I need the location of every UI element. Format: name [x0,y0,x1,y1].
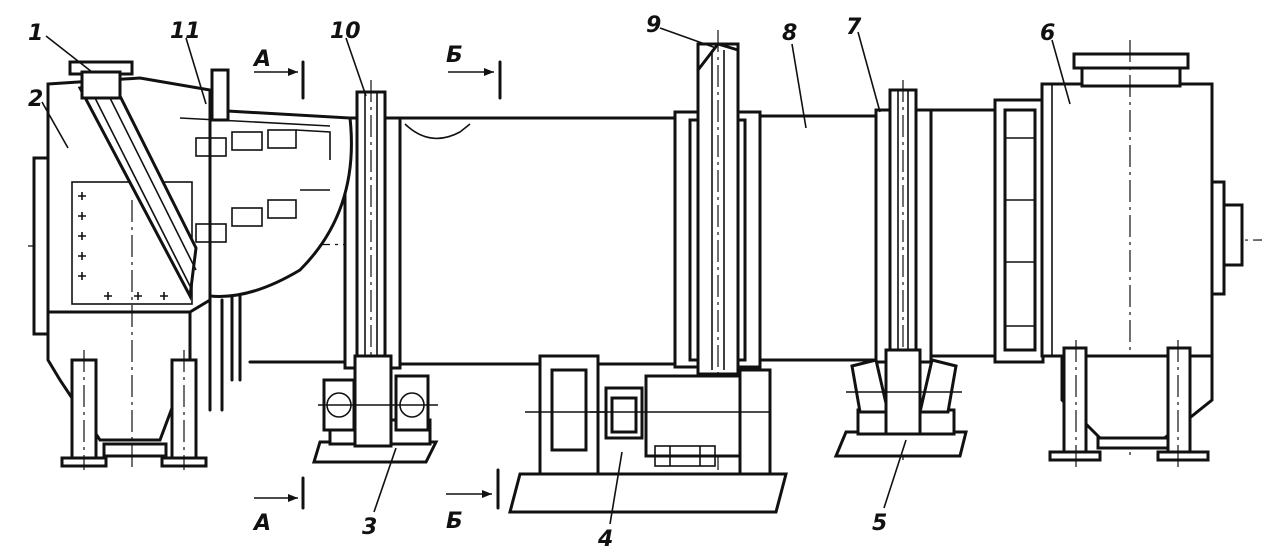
label-10: 10 [330,19,361,44]
label-8: 8 [782,21,797,46]
drum-inlet-cutaway [179,68,353,412]
drive-unit-4 [508,354,788,514]
section-b-bottom: Б [446,509,463,534]
tyre-ring-10 [343,80,402,460]
section-marks [254,60,502,510]
label-4: 4 [597,527,613,552]
support-station-5 [833,348,968,458]
support-station-3 [311,354,439,464]
girth-gear-9 [673,30,762,470]
callout-labels: 1 2 11 10 9 8 7 6 3 4 5 А А Б Б [28,13,1055,552]
label-3: 3 [362,515,377,540]
feed-head-2 [32,60,212,470]
label-7: 7 [846,15,862,40]
label-9: 9 [646,13,661,38]
callout-leaders [41,27,1071,525]
discharge-head-6 [993,40,1244,470]
label-5: 5 [872,511,887,536]
label-11: 11 [170,19,201,44]
label-6: 6 [1040,21,1055,46]
tyre-ring-7 [874,80,933,460]
section-a-top: А [252,47,271,72]
label-2: 2 [28,87,43,112]
section-a-bottom: А [252,511,271,536]
label-1: 1 [28,21,43,46]
section-b-top: Б [446,43,463,68]
